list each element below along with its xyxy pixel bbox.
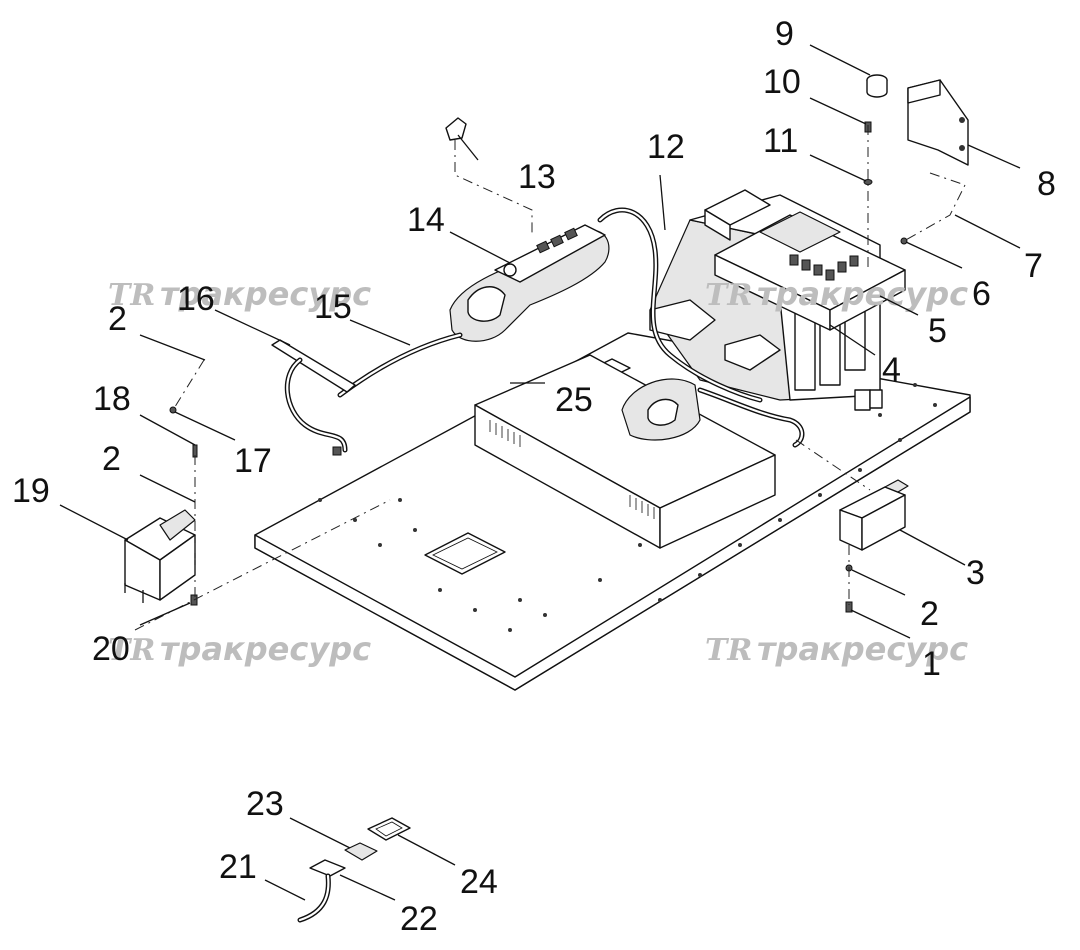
fastener-17 bbox=[169, 406, 177, 414]
callout-23: 23 bbox=[246, 785, 284, 823]
callout-15: 15 bbox=[314, 288, 352, 326]
tunnel-cover bbox=[474, 354, 776, 549]
callout-24: 24 bbox=[460, 863, 498, 901]
watermark-bottom-right: TR тракресурс bbox=[705, 630, 968, 668]
cable-plug bbox=[297, 859, 346, 923]
watermark-logo: TR bbox=[705, 633, 752, 668]
callout-11: 11 bbox=[763, 122, 798, 160]
callout-10: 10 bbox=[763, 63, 801, 101]
callout-8: 8 bbox=[1037, 165, 1056, 203]
switch bbox=[445, 117, 467, 141]
callout-5: 5 bbox=[928, 312, 947, 350]
control-box bbox=[714, 211, 906, 331]
watermark-bottom-left: TR тракресурс bbox=[108, 630, 371, 668]
callout-12: 12 bbox=[647, 128, 685, 166]
relay-module bbox=[839, 479, 909, 551]
callout-19: 19 bbox=[12, 472, 50, 510]
callout-25: 25 bbox=[555, 381, 593, 419]
watermark-logo: TR bbox=[108, 278, 155, 313]
switch-panel bbox=[271, 339, 356, 456]
callout-18: 18 bbox=[93, 380, 131, 418]
callout-2-right: 2 bbox=[920, 595, 939, 633]
callout-14: 14 bbox=[407, 201, 445, 239]
callout-6: 6 bbox=[972, 275, 991, 313]
cap bbox=[866, 74, 888, 98]
callout-9: 9 bbox=[775, 15, 794, 53]
callout-1: 1 bbox=[922, 645, 941, 683]
watermark-text: тракресурс bbox=[757, 630, 968, 668]
connector-23 bbox=[344, 842, 378, 861]
watermark-top-right: TR тракресурс bbox=[705, 275, 968, 313]
armrest-console bbox=[449, 224, 610, 342]
watermark-top-left: TR тракресурс bbox=[108, 275, 371, 313]
watermark-logo: TR bbox=[705, 278, 752, 313]
floor-mount bbox=[621, 378, 701, 441]
watermark-logo: TR bbox=[108, 633, 155, 668]
callout-labels: 9 10 11 12 8 13 14 7 6 16 15 2 5 4 18 25… bbox=[12, 15, 1056, 938]
callout-20: 20 bbox=[92, 630, 130, 668]
leader-lines bbox=[59, 44, 1021, 901]
callout-2-upper: 2 bbox=[108, 300, 127, 338]
fastener-1 bbox=[845, 601, 853, 613]
vent-slots-front bbox=[489, 420, 661, 522]
callout-16: 16 bbox=[177, 280, 215, 318]
screw-6 bbox=[900, 237, 908, 245]
callout-3: 3 bbox=[966, 554, 985, 592]
callout-4: 4 bbox=[882, 351, 901, 389]
callout-21: 21 bbox=[219, 848, 257, 886]
watermark-text: тракресурс bbox=[160, 630, 371, 668]
callout-13: 13 bbox=[518, 158, 556, 196]
callout-17: 17 bbox=[234, 442, 272, 480]
watermark-text: тракресурс bbox=[757, 275, 968, 313]
watermark-text: тракресурс bbox=[160, 275, 371, 313]
callout-2-mid: 2 bbox=[102, 440, 121, 478]
bracket bbox=[907, 79, 969, 166]
callout-7: 7 bbox=[1024, 247, 1043, 285]
relays bbox=[789, 254, 859, 281]
foot-pedal bbox=[124, 509, 196, 603]
connector-24 bbox=[367, 817, 411, 841]
callout-22: 22 bbox=[400, 900, 438, 938]
